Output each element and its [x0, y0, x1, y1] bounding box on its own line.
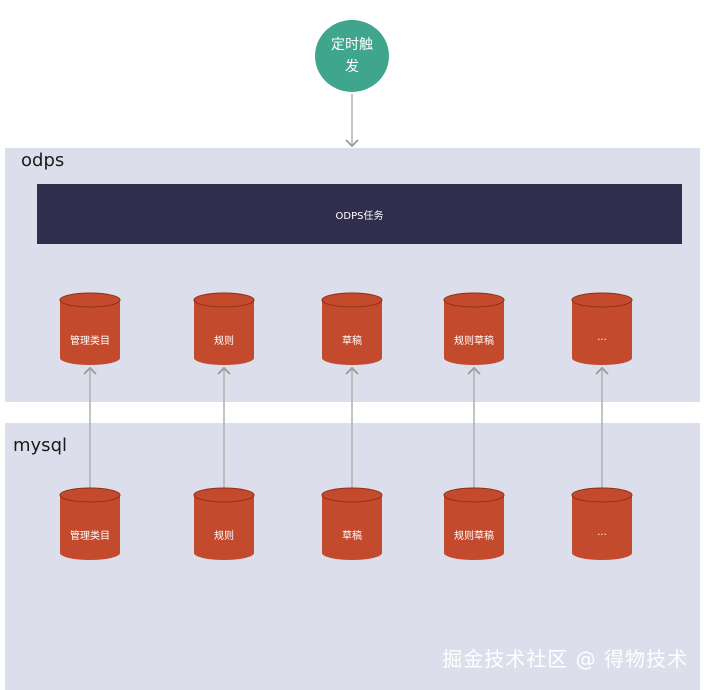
mysql-panel-label: mysql: [13, 435, 67, 456]
odps-table-1-label: 管理类目: [70, 336, 110, 347]
odps-table-4-label: 规则草稿: [454, 336, 494, 347]
mysql-table-2: 规则: [193, 487, 255, 561]
odps-table-2-label: 规则: [214, 336, 234, 347]
odps-table-1: 管理类目: [59, 292, 121, 366]
mysql-table-2-label: 规则: [214, 531, 234, 542]
timer-trigger-node: 定时触发: [315, 20, 389, 92]
odps-table-3: 草稿: [321, 292, 383, 366]
odps-table-5-label: ...: [597, 332, 607, 343]
odps-table-5: ...: [571, 292, 633, 366]
mysql-table-3-label: 草稿: [342, 531, 362, 542]
mysql-table-3: 草稿: [321, 487, 383, 561]
mysql-table-5: ...: [571, 487, 633, 561]
odps-task-bar: ODPS任务: [37, 184, 682, 244]
odps-table-2: 规则: [193, 292, 255, 366]
odps-panel-label: odps: [21, 150, 65, 171]
mysql-table-1: 管理类目: [59, 487, 121, 561]
mysql-table-5-label: ...: [597, 527, 607, 538]
mysql-table-4-label: 规则草稿: [454, 531, 494, 542]
odps-table-4: 规则草稿: [443, 292, 505, 366]
watermark-text: 掘金技术社区 @ 得物技术: [442, 647, 688, 671]
timer-trigger-label: 定时触发: [331, 37, 373, 75]
mysql-table-4: 规则草稿: [443, 487, 505, 561]
odps-table-3-label: 草稿: [342, 336, 362, 347]
mysql-table-1-label: 管理类目: [70, 531, 110, 542]
odps-task-label: ODPS任务: [335, 210, 384, 222]
